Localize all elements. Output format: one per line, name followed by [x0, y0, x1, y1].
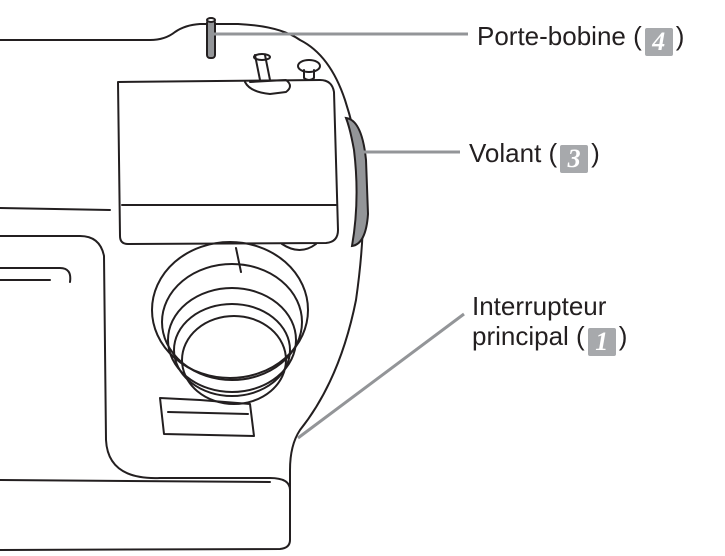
leader-main-switch [297, 312, 465, 440]
main-switch [159, 397, 255, 437]
step-badge-3: 3 [560, 145, 589, 173]
thread-guide [297, 59, 321, 73]
arm-inner [0, 267, 72, 283]
dial [151, 241, 309, 405]
callout-handwheel-text: Volant ( [469, 138, 558, 168]
callout-main-switch-text: principal ( [472, 321, 585, 351]
spool-pin [206, 17, 216, 59]
callout-handwheel: Volant (3) [469, 138, 600, 173]
callout-main-switch-close: ) [618, 321, 628, 351]
callout-main-switch-line2: principal (1) [472, 321, 627, 356]
handwheel [344, 116, 370, 248]
callout-handwheel-close: ) [591, 138, 600, 168]
arm-front [0, 207, 111, 211]
step-badge-1: 1 [587, 328, 616, 356]
arm-opening [0, 235, 291, 491]
callout-spool-pin: Porte-bobine (4) [477, 21, 684, 56]
callout-main-switch-line1: Interrupteur [472, 291, 607, 321]
callout-spool-pin-text: Porte-bobine ( [477, 21, 642, 51]
callout-main-switch: Interrupteur principal (1) [472, 291, 627, 356]
top-cover [117, 79, 339, 245]
callout-spool-pin-close: ) [675, 21, 685, 51]
machine-body-outline [0, 23, 365, 551]
step-badge-4: 4 [644, 28, 673, 56]
bed-top [0, 479, 271, 483]
bobbin-winder-slot [244, 79, 291, 95]
